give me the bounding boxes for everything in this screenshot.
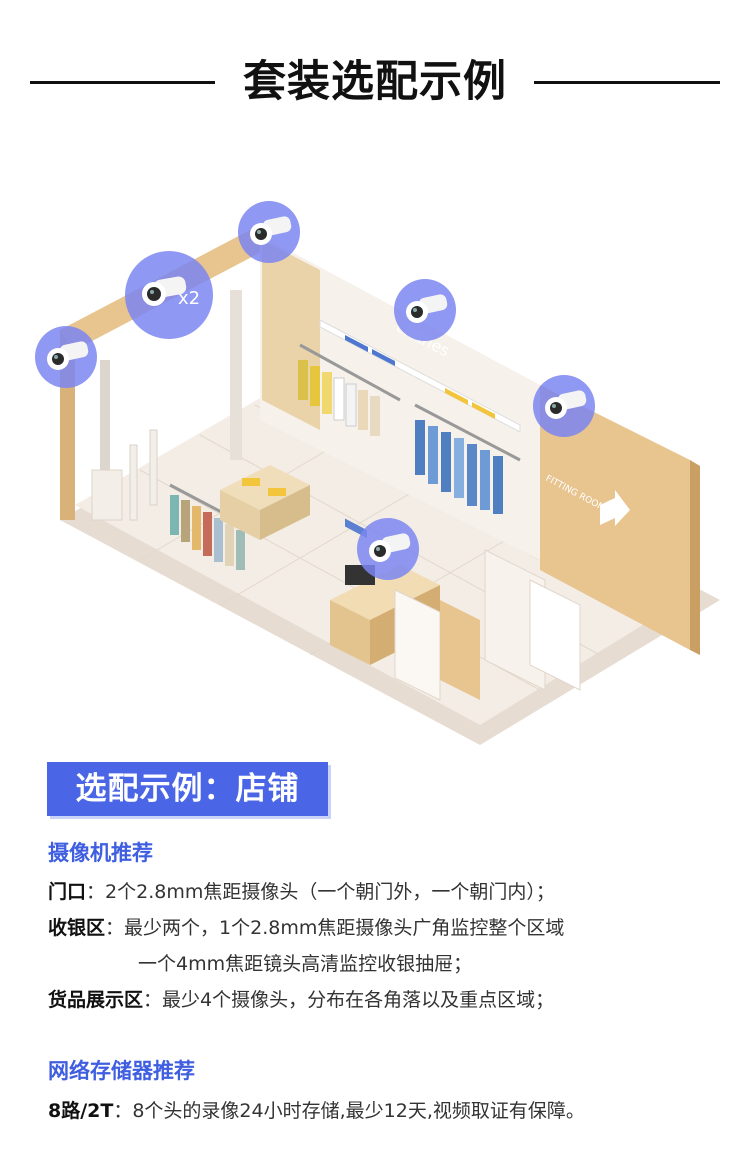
rec-line-nvr: 8路/2T：8个头的录像24小时存储,最少12天,视频取证有保障。 — [48, 1096, 585, 1123]
rec-line-cashier-cont: 一个4mm焦距镜头高清监控收银抽屉； — [138, 949, 472, 976]
title-divider-right — [534, 81, 720, 84]
rec-label: 8路/2T — [48, 1100, 114, 1122]
rec-label: 门口 — [48, 881, 87, 903]
shelf-items — [345, 335, 495, 419]
rec-label: 货品展示区 — [48, 989, 144, 1011]
rec-line-cashier: 收银区：最少两个，1个2.8mm焦距摄像头广角监控整个区域 — [48, 913, 564, 940]
title-divider-left — [30, 81, 215, 84]
camera-badge-fitting-room — [532, 374, 596, 438]
camera-icon: x2 — [125, 251, 213, 339]
rec-text: ：最少两个，1个2.8mm焦距摄像头广角监控整个区域 — [105, 917, 565, 939]
clothes-rack-blue — [415, 420, 503, 514]
camera-recommend-heading: 摄像机推荐 — [48, 841, 153, 865]
cashier-counter — [330, 565, 440, 620]
camera-badge-entrance — [34, 325, 98, 389]
store-illustration: FITTING ROOM clothes — [60, 230, 720, 745]
camera-icon — [357, 518, 419, 580]
camera-icon — [533, 375, 595, 437]
rec-text: ：最少4个摄像头，分布在各角落以及重点区域； — [143, 989, 555, 1011]
camera-multiplier: x2 — [178, 288, 200, 309]
rec-label: 收银区 — [48, 917, 106, 939]
camera-badge-back-wall — [393, 278, 457, 342]
camera-icon — [35, 326, 97, 388]
rec-text: ：8个头的录像24小时存储,最少12天,视频取证有保障。 — [113, 1100, 585, 1122]
camera-badge-corner — [237, 200, 301, 264]
page-title: 套装选配示例 — [243, 57, 507, 107]
rec-text: ：2个2.8mm焦距摄像头（一个朝门外，一个朝门内）； — [86, 881, 555, 903]
camera-badge-cashier — [356, 517, 420, 581]
clothes-rack-front — [170, 495, 245, 570]
title-row: 套装选配示例 — [0, 42, 750, 122]
camera-icon — [238, 201, 300, 263]
rec-line-entrance: 门口：2个2.8mm焦距摄像头（一个朝门外，一个朝门内）； — [48, 877, 555, 904]
camera-badge-door-double: x2 — [124, 250, 214, 340]
section-tag: 选配示例：店铺 — [47, 762, 328, 816]
camera-icon — [394, 279, 456, 341]
display-table — [220, 465, 310, 510]
rec-line-display: 货品展示区：最少4个摄像头，分布在各角落以及重点区域； — [48, 985, 554, 1012]
clothes-rack-back — [298, 360, 380, 436]
rec-text: 一个4mm焦距镜头高清监控收银抽屉； — [138, 953, 473, 975]
nvr-recommend-heading: 网络存储器推荐 — [48, 1059, 195, 1083]
